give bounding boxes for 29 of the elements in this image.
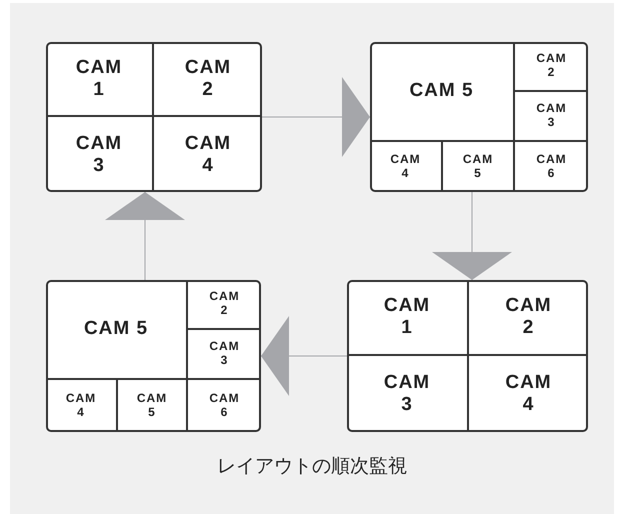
camera-cell: CAM 4 <box>469 356 586 430</box>
monitor-screen <box>46 42 262 192</box>
camera-cell: CAM 2 <box>515 44 586 92</box>
camera-cell: CAM 3 <box>515 92 586 142</box>
camera-cell: CAM 4 <box>48 380 118 430</box>
chevron-arrow <box>262 77 370 157</box>
camera-cell: CAM 5 <box>372 44 515 142</box>
camera-cell: CAM 6 <box>515 142 586 190</box>
camera-cell: CAM 2 <box>154 44 260 117</box>
camera-cell: CAM 3 <box>48 117 154 190</box>
chevron-arrow <box>105 192 185 280</box>
camera-cell: CAM 1 <box>48 44 154 117</box>
camera-cell: CAM 1 <box>349 282 469 356</box>
chevron-arrow <box>432 192 512 280</box>
camera-cell: CAM 5 <box>443 142 515 190</box>
camera-cell: CAM 4 <box>372 142 443 190</box>
camera-cell: CAM 2 <box>188 282 259 330</box>
camera-cell: CAM 3 <box>188 330 259 380</box>
camera-cell: CAM 5 <box>48 282 188 380</box>
camera-cell: CAM 3 <box>349 356 469 430</box>
monitor-screen <box>347 280 588 432</box>
camera-cell: CAM 2 <box>469 282 586 356</box>
monitor-screen <box>370 42 588 192</box>
camera-cell: CAM 6 <box>188 380 259 430</box>
camera-cell: CAM 4 <box>154 117 260 190</box>
camera-cell: CAM 5 <box>118 380 188 430</box>
chevron-arrow <box>260 316 348 396</box>
monitor-screen <box>46 280 261 432</box>
caption: レイアウトの順次監視 <box>216 454 408 479</box>
